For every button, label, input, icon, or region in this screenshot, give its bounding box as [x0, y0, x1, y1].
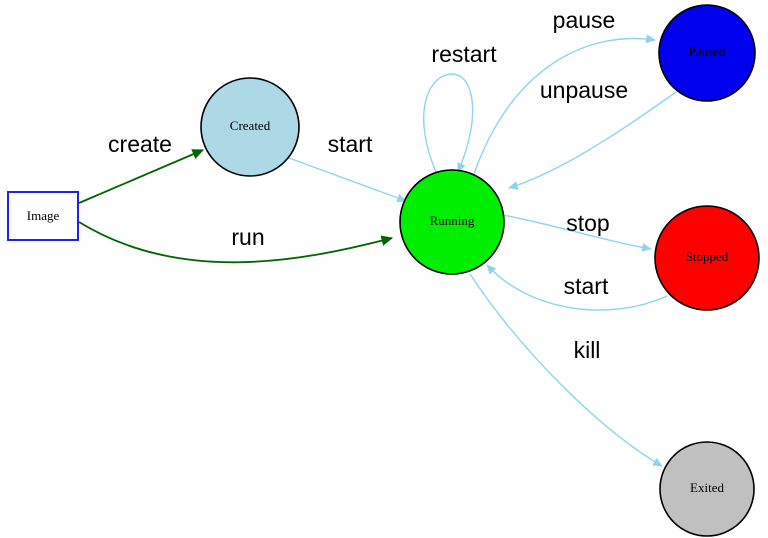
node-running[interactable]: Running [399, 169, 505, 275]
node-stopped-circle[interactable] [654, 205, 760, 311]
edge-label-kill: kill [574, 337, 601, 363]
edge-restart-path [423, 73, 474, 173]
edge-label-restart: restart [431, 41, 497, 67]
edge-pause-path [473, 34, 656, 175]
edge-create-path [78, 149, 205, 204]
node-exited-label: Exited [690, 480, 724, 495]
edge-label-pause: pause [553, 7, 616, 33]
edge-stop-path [502, 214, 652, 252]
node-paused-label: Paused [689, 44, 726, 59]
edge-start-created-path [288, 157, 407, 203]
edge-label-start-created: start [328, 131, 373, 157]
edge-label-run: run [231, 224, 264, 250]
edge-label-unpause: unpause [540, 77, 628, 103]
edge-label-create: create [108, 131, 172, 157]
node-image-rect[interactable] [7, 191, 79, 241]
node-created[interactable]: Created [200, 77, 300, 177]
node-created-circle[interactable] [200, 77, 300, 177]
node-stopped[interactable]: Stopped [654, 205, 760, 311]
node-stopped-label: Stopped [686, 249, 729, 264]
edge-kill-path [469, 273, 663, 467]
node-running-circle[interactable] [399, 169, 505, 275]
node-image-label: Image [27, 208, 60, 223]
edges-layer [78, 34, 677, 467]
edge-start-stopped-path [486, 264, 668, 311]
edge-label-stop: stop [566, 210, 609, 236]
edge-labels-layer: create run start restart pause unpause s… [108, 7, 628, 363]
node-created-label: Created [230, 118, 271, 133]
node-exited[interactable]: Exited [659, 441, 755, 537]
nodes-layer: Image Created Running Paused Stopped Exi [7, 4, 760, 537]
node-paused[interactable]: Paused [658, 4, 756, 102]
edge-unpause-path [508, 91, 677, 190]
edge-label-start-stopped: start [564, 273, 609, 299]
node-paused-circle[interactable] [658, 4, 756, 102]
node-running-label: Running [430, 213, 475, 228]
node-image[interactable]: Image [7, 191, 79, 241]
node-exited-circle[interactable] [659, 441, 755, 537]
edge-run-path [78, 221, 394, 264]
